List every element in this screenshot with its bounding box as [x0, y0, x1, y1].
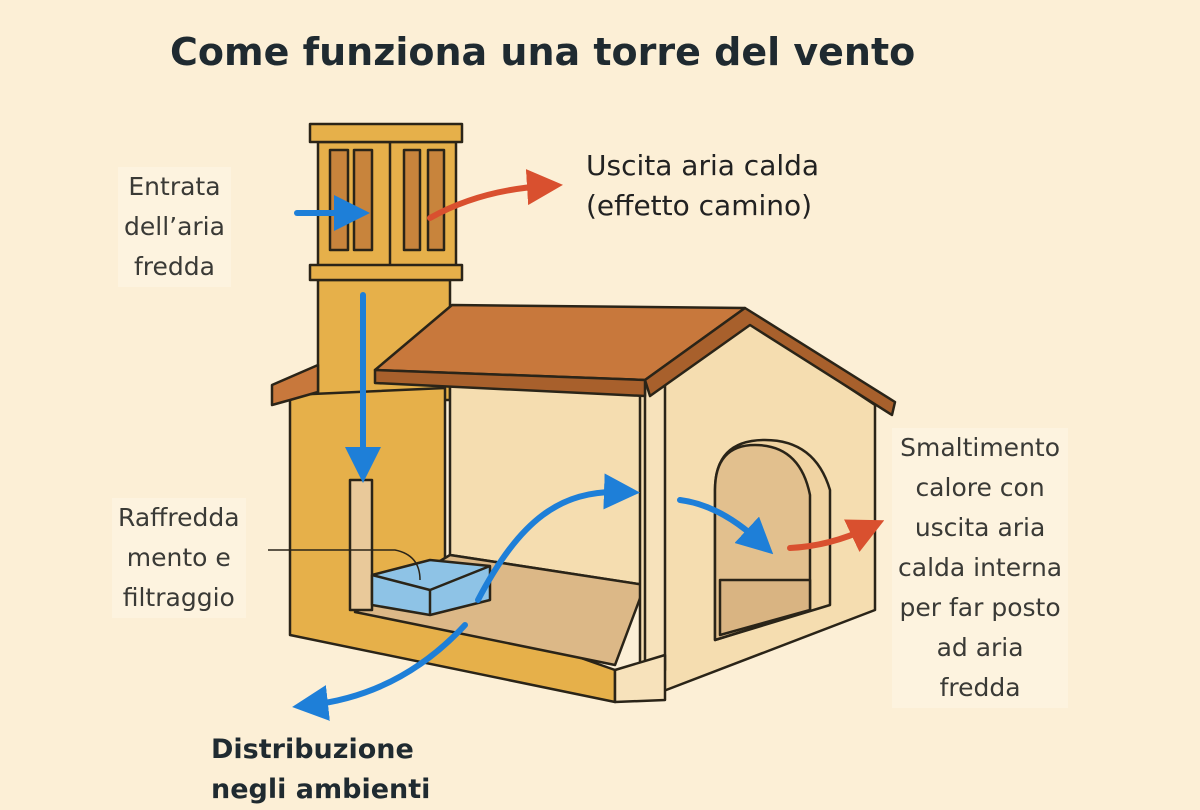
label-line: Uscita aria calda — [586, 149, 820, 182]
label-line: fredda — [133, 252, 215, 281]
house — [348, 303, 897, 704]
label-line: fredda — [939, 673, 1021, 702]
door-flow-arrow — [677, 497, 774, 555]
label-line: Distribuzione — [211, 734, 414, 765]
distribution-label: Distribuzione negli ambienti — [205, 730, 436, 810]
label-line: Raffredda — [118, 503, 240, 532]
cooling-label: Raffredda mento e filtraggio — [112, 498, 246, 618]
label-line: Smaltimento — [900, 433, 1061, 462]
label-line: (effetto camino) — [586, 189, 813, 222]
airflow-arrows — [292, 169, 885, 721]
heat-out-arrow — [787, 519, 885, 552]
label-line: per far posto — [899, 593, 1061, 622]
label-line: calda interna — [898, 553, 1063, 582]
distribution-arrow — [292, 622, 468, 721]
label-line: mento e — [126, 543, 231, 572]
label-line: negli ambienti — [211, 774, 431, 805]
label-line: ad aria — [936, 633, 1024, 662]
hot-air-out-label: Uscita aria calda (effetto camino) — [580, 146, 825, 226]
air-in-label: Entrata dell’aria fredda — [118, 167, 231, 287]
roof — [373, 303, 897, 417]
heat-disposal-label: Smaltimento calore con uscita aria calda… — [892, 428, 1069, 708]
room-flow-arrow — [475, 473, 640, 603]
label-line: filtraggio — [122, 583, 235, 612]
water-basin — [370, 558, 492, 617]
label-line: uscita aria — [914, 513, 1046, 542]
page-title: Come funziona una torre del vento — [170, 30, 916, 74]
hot-air-out-arrow — [427, 169, 563, 221]
leader-line — [268, 549, 421, 581]
label-line: calore con — [915, 473, 1045, 502]
label-line: Entrata — [128, 172, 221, 201]
label-line: dell’aria — [124, 212, 225, 241]
